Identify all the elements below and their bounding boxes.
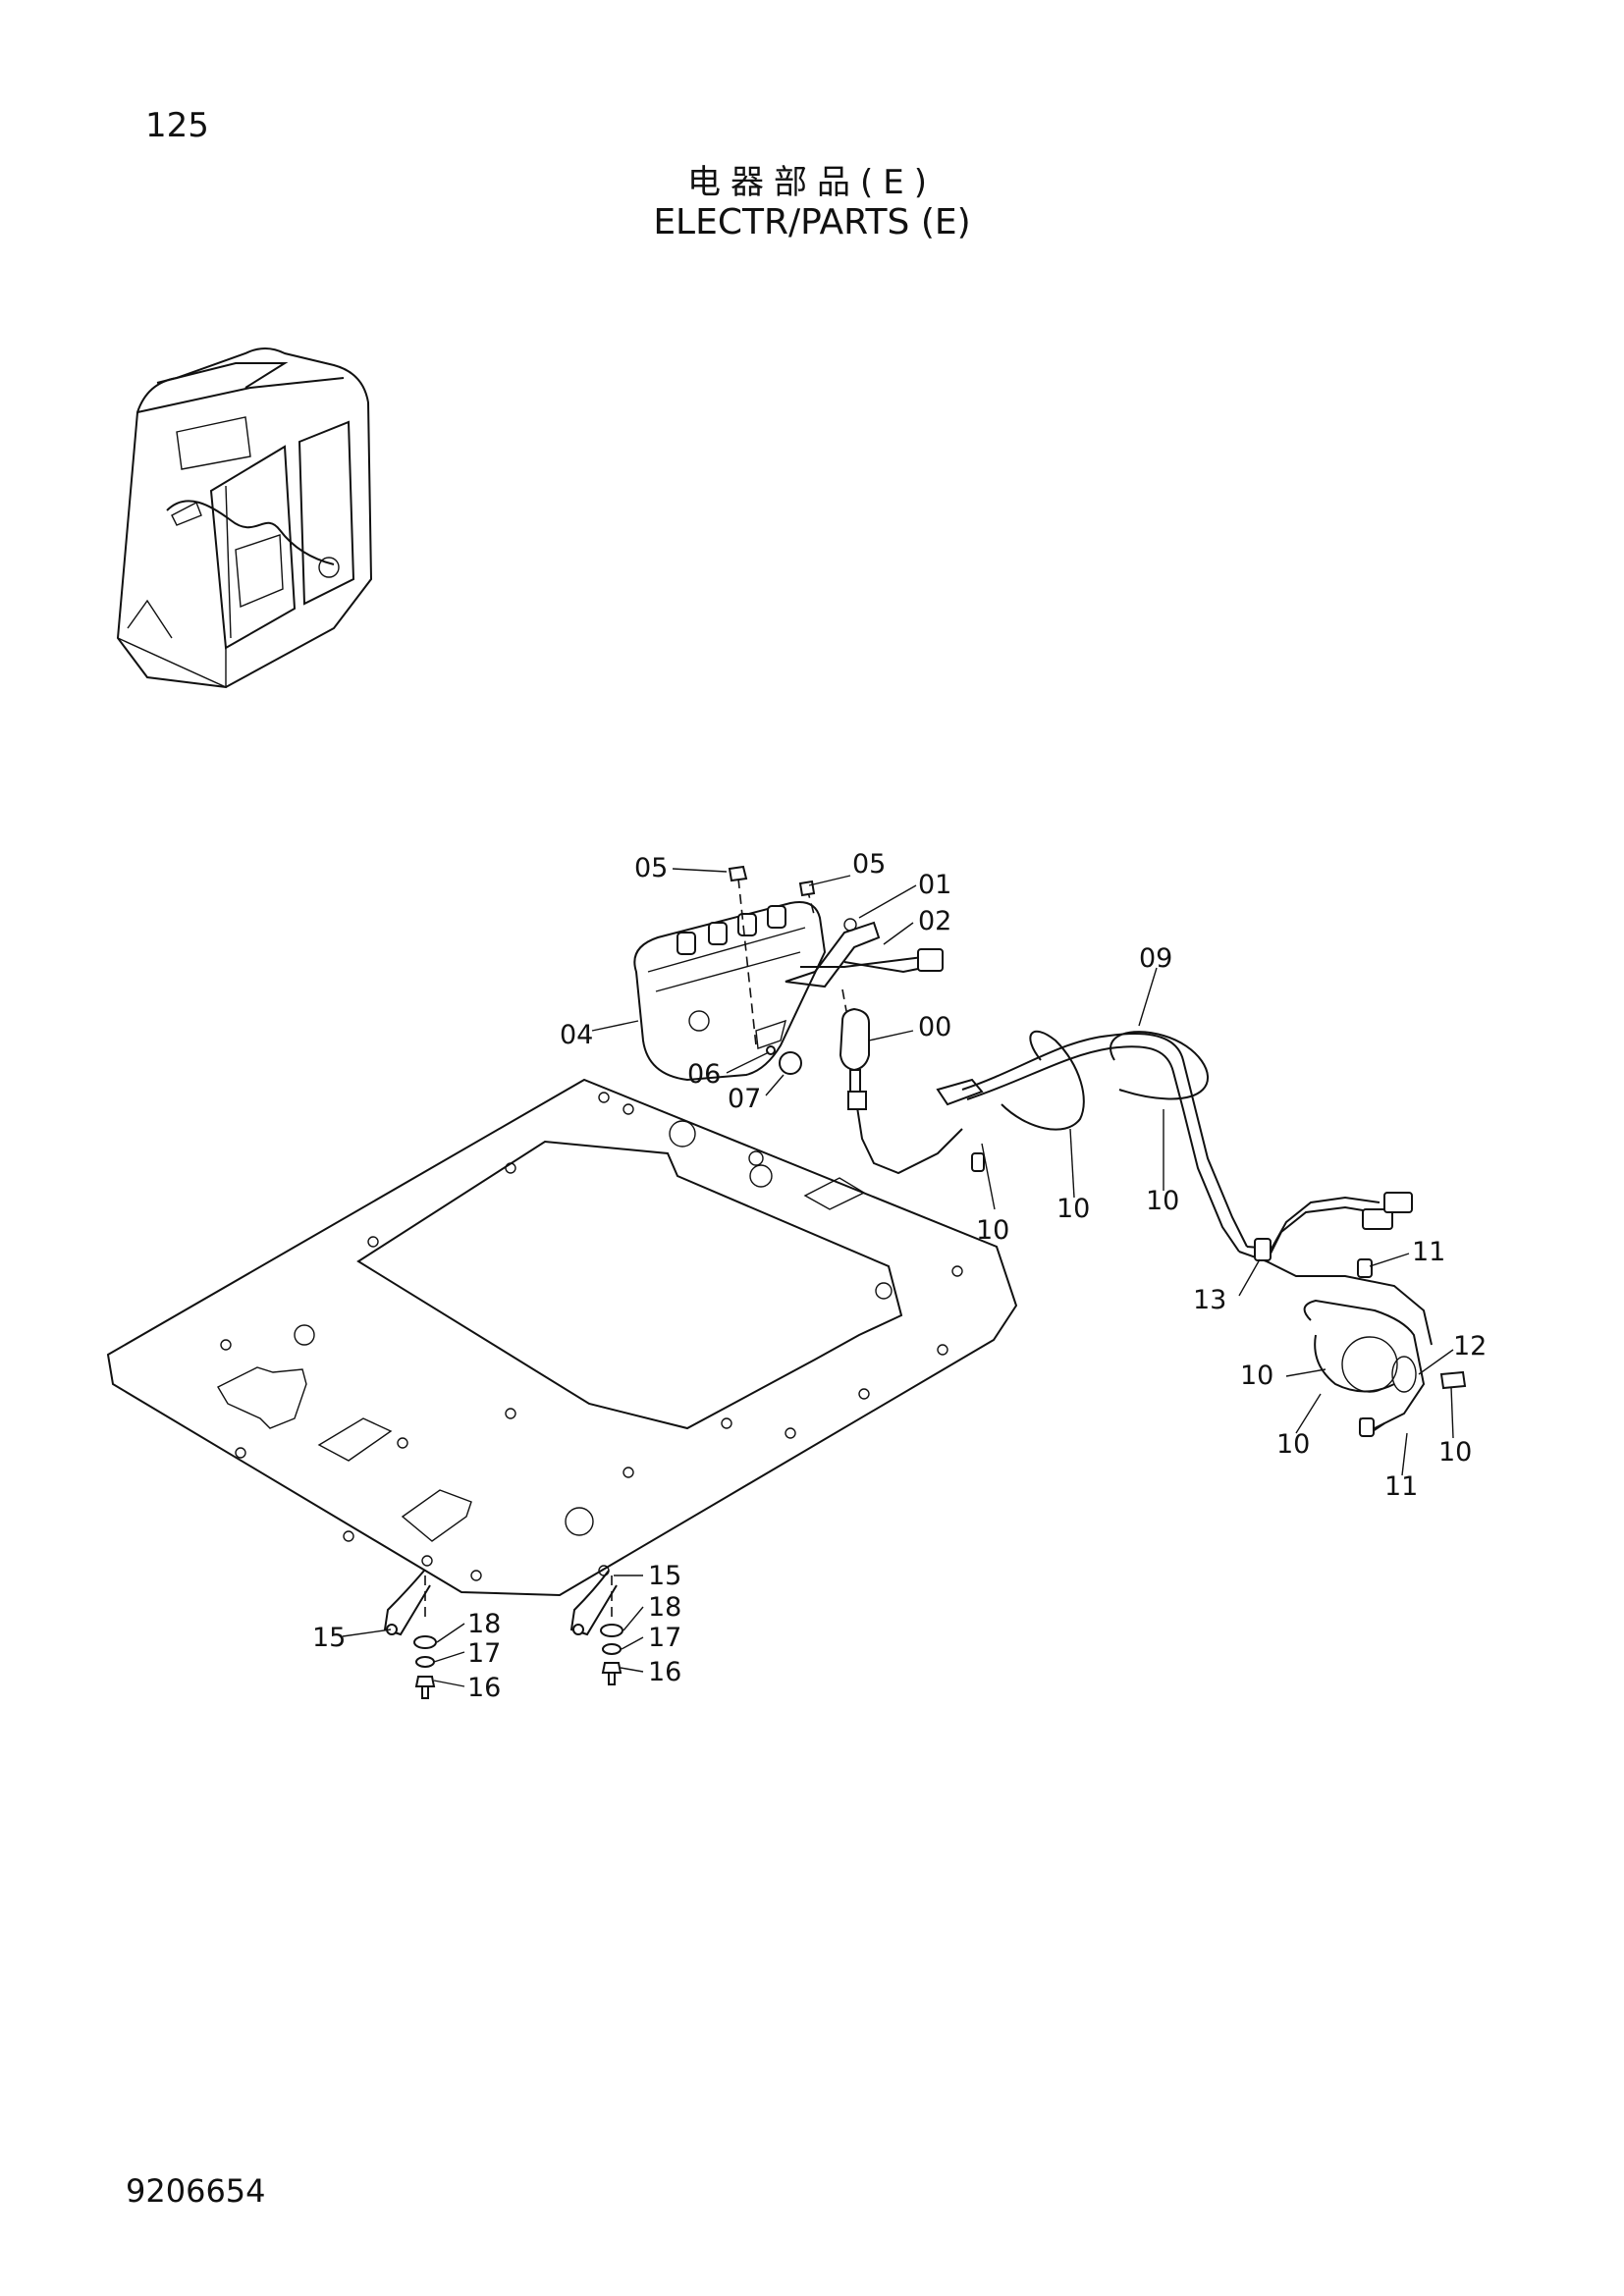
callout-07: 07 (728, 1084, 761, 1114)
drawing-number: 9206654 (126, 2172, 266, 2210)
cab-overview-illustration (116, 347, 373, 689)
callout-10-e: 10 (1276, 1429, 1310, 1460)
callout-13: 13 (1193, 1285, 1226, 1315)
callout-18-left: 18 (467, 1609, 501, 1639)
wire-harness (936, 1030, 1467, 1437)
callout-06: 06 (687, 1059, 721, 1090)
callout-11-lower: 11 (1384, 1471, 1418, 1502)
floor-plate (106, 1078, 1018, 1597)
callout-18-right: 18 (648, 1592, 681, 1623)
leader-lines (342, 868, 1454, 1687)
ground-hardware-left (383, 1570, 437, 1699)
ground-hardware-right (569, 1570, 623, 1685)
callout-00: 00 (918, 1012, 951, 1042)
switch-box-assembly (633, 865, 963, 1175)
callout-10-c: 10 (1146, 1186, 1179, 1216)
callout-01: 01 (918, 870, 951, 900)
callout-10-a: 10 (976, 1215, 1009, 1246)
callout-02: 02 (918, 906, 951, 936)
page-title-chinese: 电器部品(E) (686, 163, 937, 202)
callout-15-left: 15 (312, 1623, 346, 1653)
callout-16-right: 16 (648, 1657, 681, 1687)
callout-05-right: 05 (852, 849, 886, 880)
page-title-english: ELECTR/PARTS (E) (653, 202, 971, 242)
callout-04: 04 (560, 1020, 593, 1050)
callout-15-right: 15 (648, 1561, 681, 1591)
callout-labels: 05 05 01 02 09 04 00 06 07 10 10 10 11 1… (312, 849, 1487, 1703)
callout-10-b: 10 (1056, 1194, 1090, 1224)
callout-16-left: 16 (467, 1673, 501, 1703)
callout-09: 09 (1139, 943, 1172, 974)
callout-11-upper: 11 (1412, 1237, 1445, 1267)
callout-05-left: 05 (634, 853, 668, 883)
callout-10-f: 10 (1438, 1437, 1472, 1468)
callout-17-right: 17 (648, 1623, 681, 1653)
callout-10-d: 10 (1240, 1361, 1273, 1391)
page-number: 125 (145, 106, 209, 145)
callout-12: 12 (1453, 1331, 1487, 1362)
callout-17-left: 17 (467, 1638, 501, 1669)
